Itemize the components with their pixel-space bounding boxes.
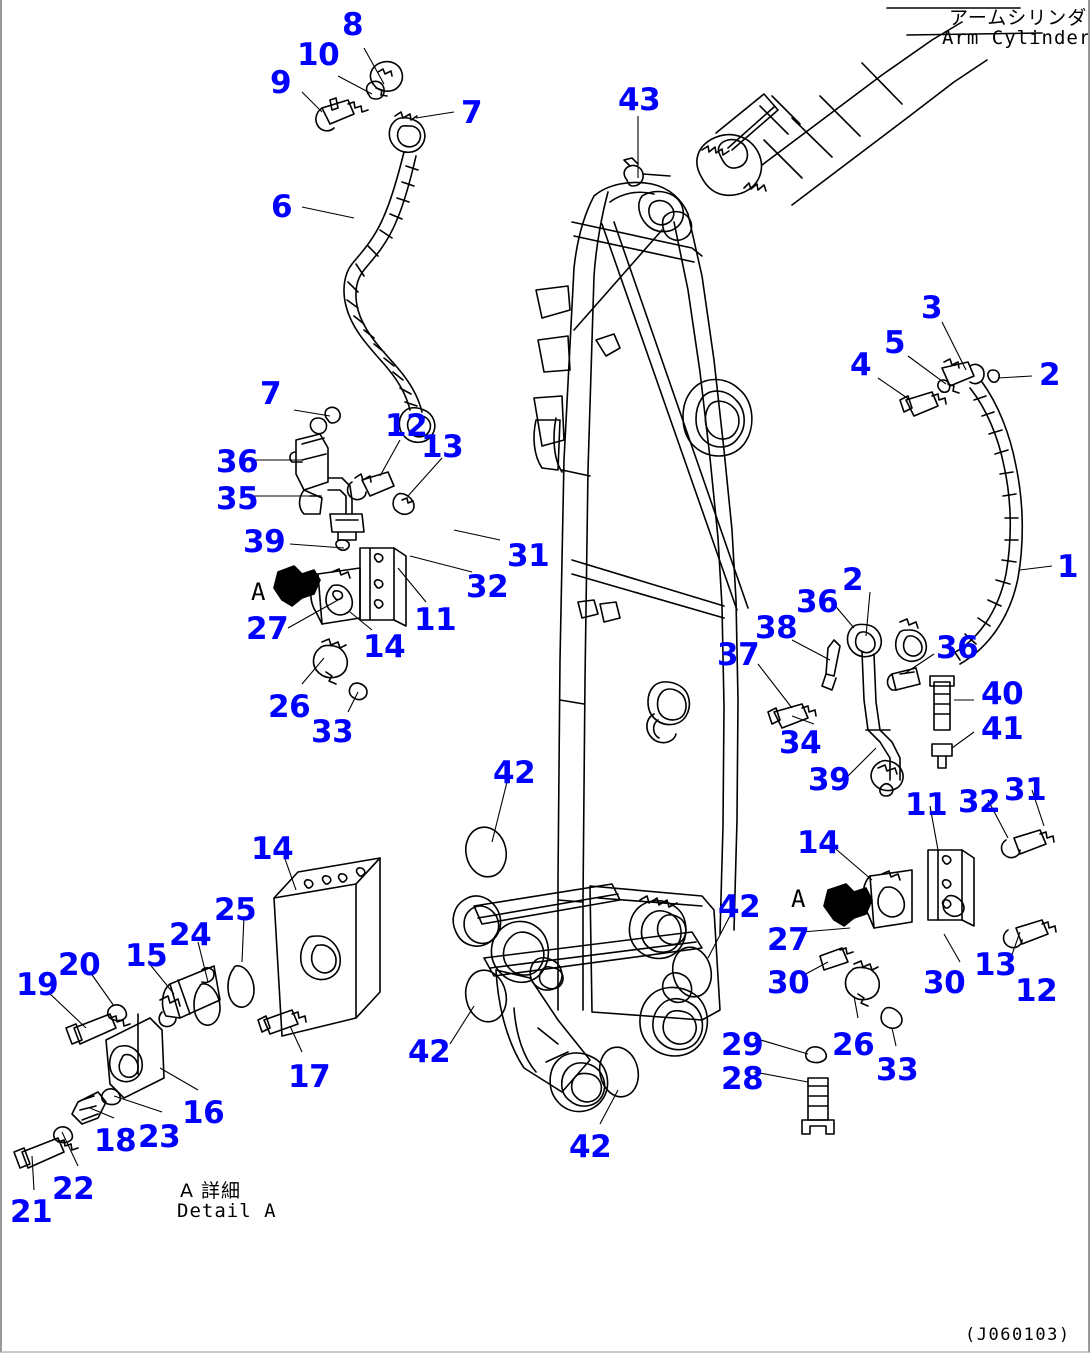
excavator-arm-body — [533, 181, 753, 1011]
callout-number-31: 31 — [1004, 772, 1047, 808]
callout-number-24: 24 — [169, 917, 212, 953]
callout-number-21: 21 — [10, 1194, 53, 1230]
callout-number-36: 36 — [796, 584, 839, 620]
callout-number-6: 6 — [271, 189, 293, 225]
callout-number-29: 29 — [721, 1027, 764, 1063]
callout-number-12: 12 — [385, 408, 428, 444]
callout-number-40: 40 — [981, 676, 1024, 712]
callout-number-13: 13 — [421, 429, 464, 465]
callout-number-26: 26 — [832, 1027, 875, 1063]
callout-number-33: 33 — [311, 714, 354, 750]
callout-number-32: 32 — [466, 569, 509, 605]
callout-number-2: 2 — [1039, 357, 1061, 393]
callout-number-27: 27 — [767, 922, 810, 958]
callout-number-42: 42 — [408, 1034, 451, 1070]
callout-number-33: 33 — [876, 1052, 919, 1088]
callout-number-2: 2 — [842, 562, 864, 598]
callout-number-27: 27 — [246, 611, 289, 647]
right-block-assembly — [646, 623, 955, 797]
callout-number-38: 38 — [755, 610, 798, 646]
arm-cylinder-title-en: Arm Cylinder — [942, 27, 1090, 49]
callout-number-12: 12 — [1015, 973, 1058, 1009]
callout-number-28: 28 — [721, 1061, 764, 1097]
callout-number-14: 14 — [797, 825, 840, 861]
clamp-assembly-left — [273, 547, 407, 701]
hose-upper-left — [343, 111, 436, 444]
callout-number-3: 3 — [921, 290, 943, 326]
fitting-12-13-left — [346, 471, 415, 515]
callout-number-26: 26 — [268, 689, 311, 725]
callout-number-15: 15 — [125, 938, 168, 974]
callout-number-16: 16 — [182, 1095, 225, 1131]
callout-number-14: 14 — [251, 831, 294, 867]
callout-number-11: 11 — [905, 787, 948, 823]
callout-number-35: 35 — [216, 481, 259, 517]
callout-number-39: 39 — [243, 524, 286, 560]
callout-number-30: 30 — [767, 965, 810, 1001]
callout-number-25: 25 — [214, 892, 257, 928]
callout-number-13: 13 — [974, 947, 1017, 983]
arm-cylinder-title-jp: アームシリンダ — [949, 7, 1088, 29]
callout-number-42: 42 — [718, 889, 761, 925]
callout-number-36: 36 — [936, 630, 979, 666]
callout-number-37: 37 — [717, 637, 760, 673]
callout-number-23: 23 — [138, 1119, 181, 1155]
callout-number-11: 11 — [414, 602, 457, 638]
detail-a-caption-jp: A 詳細 — [180, 1180, 242, 1202]
callout-number-31: 31 — [507, 538, 550, 574]
callout-number-36: 36 — [216, 444, 259, 480]
callout-number-1: 1 — [1057, 549, 1079, 585]
left-block-assembly — [289, 406, 365, 552]
detail-a-marker: A — [251, 578, 266, 606]
hose-right — [894, 358, 1024, 665]
drawing-code: (J060103) — [965, 1325, 1071, 1345]
callout-number-19: 19 — [16, 967, 59, 1003]
callout-number-8: 8 — [342, 7, 364, 43]
callout-number-39: 39 — [808, 762, 851, 798]
bucket-linkage-art — [452, 883, 721, 1113]
callout-number-5: 5 — [884, 325, 906, 361]
callout-number-41: 41 — [981, 711, 1024, 747]
callout-number-17: 17 — [288, 1059, 331, 1095]
detail-a-caption-en: Detail A — [177, 1200, 277, 1222]
callout-number-14: 14 — [363, 629, 406, 665]
hole-callout-ovals — [464, 826, 713, 1098]
callout-number-7: 7 — [461, 95, 483, 131]
callout-number-30: 30 — [923, 965, 966, 1001]
callout-number-34: 34 — [779, 725, 822, 761]
callout-number-43: 43 — [618, 82, 661, 118]
callout-number-32: 32 — [958, 784, 1001, 820]
callout-number-20: 20 — [58, 947, 101, 983]
callout-number-18: 18 — [94, 1123, 137, 1159]
callout-number-4: 4 — [850, 347, 872, 383]
callout-number-42: 42 — [493, 755, 536, 791]
callout-number-7: 7 — [260, 376, 282, 412]
callout-number-10: 10 — [297, 37, 340, 73]
callout-number-22: 22 — [52, 1171, 95, 1207]
detail-a-marker: A — [791, 885, 806, 913]
callout-number-42: 42 — [569, 1129, 612, 1165]
callout-number-9: 9 — [270, 65, 292, 101]
